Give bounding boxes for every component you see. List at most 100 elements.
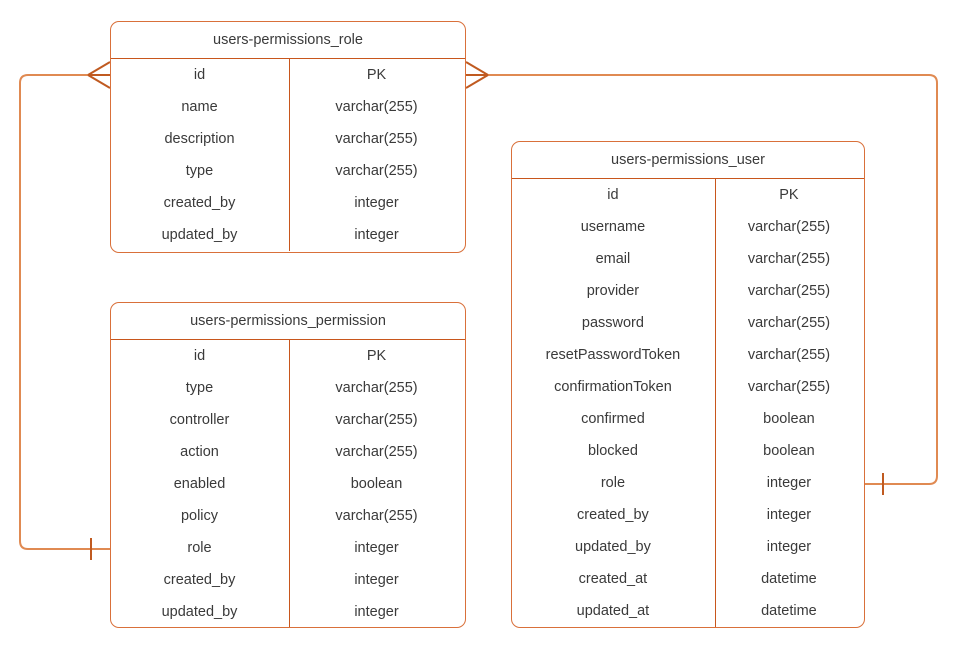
field-name: id [607, 187, 619, 203]
field-name: confirmed [581, 411, 645, 427]
column-divider [289, 340, 290, 627]
field-type: varchar(255) [747, 219, 831, 235]
field-name: type [185, 380, 214, 396]
entity-fields-user: id PK username varchar(255) email varchar(255… [512, 179, 864, 627]
field-type: varchar(255) [747, 347, 831, 363]
field-row[interactable]: role integer [512, 467, 864, 499]
entity-title-user: users-permissions_user [512, 142, 864, 179]
field-row[interactable]: id PK [111, 340, 465, 372]
field-row[interactable]: username varchar(255) [512, 211, 864, 243]
field-type: boolean [763, 443, 815, 459]
field-name: controller [169, 412, 230, 428]
field-name: id [193, 67, 206, 83]
field-type: varchar(255) [335, 99, 418, 115]
field-type: integer [766, 507, 812, 523]
cardinality-many-crowfoot [465, 74, 489, 89]
field-type: integer [354, 572, 399, 588]
field-row[interactable]: type varchar(255) [111, 155, 465, 187]
entity-fields-role: id PK name varchar(255) description varchar(2… [111, 59, 465, 251]
field-name: email [595, 251, 631, 267]
field-name: action [180, 444, 219, 460]
field-row[interactable]: email varchar(255) [512, 243, 864, 275]
field-row[interactable]: resetPasswordToken varchar(255) [512, 339, 864, 371]
connector-line [19, 74, 110, 550]
field-name: updated_by [161, 604, 238, 620]
field-type: datetime [761, 603, 817, 619]
field-name: role [187, 540, 212, 556]
field-type: PK [366, 348, 387, 364]
field-row[interactable]: password varchar(255) [512, 307, 864, 339]
field-type: PK [779, 187, 799, 203]
field-row[interactable]: updated_by integer [512, 531, 864, 563]
entity-fields-permission: id PK type varchar(255) controller varchar(25… [111, 340, 465, 627]
field-name: role [600, 475, 626, 491]
field-name: policy [180, 508, 219, 524]
field-type: boolean [350, 476, 403, 492]
entity-title-permission: users-permissions_permission [111, 303, 465, 340]
field-type: varchar(255) [747, 251, 831, 267]
field-row[interactable]: type varchar(255) [111, 372, 465, 404]
field-row[interactable]: id PK [512, 179, 864, 211]
field-name: blocked [587, 443, 638, 459]
entity-title-role: users-permissions_role [111, 22, 465, 59]
field-type: integer [354, 195, 399, 211]
field-row[interactable]: id PK [111, 59, 465, 91]
field-row[interactable]: created_by integer [111, 187, 465, 219]
field-name: updated_at [576, 603, 650, 619]
field-name: description [164, 131, 235, 147]
field-row[interactable]: description varchar(255) [111, 123, 465, 155]
column-divider [289, 59, 290, 251]
field-type: varchar(255) [335, 380, 418, 396]
field-name: created_by [163, 572, 236, 588]
field-row[interactable]: updated_by integer [111, 219, 465, 251]
field-name: created_by [163, 195, 236, 211]
field-row[interactable]: created_by integer [512, 499, 864, 531]
field-type: varchar(255) [335, 412, 418, 428]
field-type: integer [354, 604, 399, 620]
field-name: id [193, 348, 206, 364]
field-name: name [181, 99, 218, 115]
field-type: datetime [761, 571, 817, 587]
field-name: resetPasswordToken [545, 347, 681, 363]
field-name: created_by [577, 507, 649, 523]
field-name: updated_by [575, 539, 651, 555]
relationship-permission-role[interactable] [19, 61, 111, 560]
field-row[interactable]: blocked boolean [512, 435, 864, 467]
field-type: varchar(255) [335, 131, 418, 147]
field-type: varchar(255) [747, 315, 831, 331]
field-name: created_at [578, 571, 648, 587]
field-row[interactable]: controller varchar(255) [111, 404, 465, 436]
field-row[interactable]: policy varchar(255) [111, 500, 465, 532]
field-type: varchar(255) [335, 163, 418, 179]
field-name: type [185, 163, 214, 179]
field-type: varchar(255) [335, 444, 418, 460]
field-row[interactable]: updated_by integer [111, 596, 465, 627]
field-type: PK [366, 67, 387, 83]
field-row[interactable]: name varchar(255) [111, 91, 465, 123]
field-type: integer [354, 227, 399, 243]
field-type: varchar(255) [747, 379, 831, 395]
field-name: provider [586, 283, 640, 299]
column-divider [715, 179, 716, 627]
field-name: password [581, 315, 644, 331]
field-type: integer [766, 475, 812, 491]
cardinality-many-crowfoot [87, 61, 111, 76]
field-type: integer [766, 539, 812, 555]
field-row[interactable]: created_by integer [111, 564, 465, 596]
field-name: updated_by [161, 227, 238, 243]
field-type: varchar(255) [335, 508, 418, 524]
cardinality-many-crowfoot [87, 74, 111, 89]
field-row[interactable]: action varchar(255) [111, 436, 465, 468]
field-name: username [580, 219, 646, 235]
field-row[interactable]: created_at datetime [512, 563, 864, 595]
field-row[interactable]: updated_at datetime [512, 595, 864, 627]
